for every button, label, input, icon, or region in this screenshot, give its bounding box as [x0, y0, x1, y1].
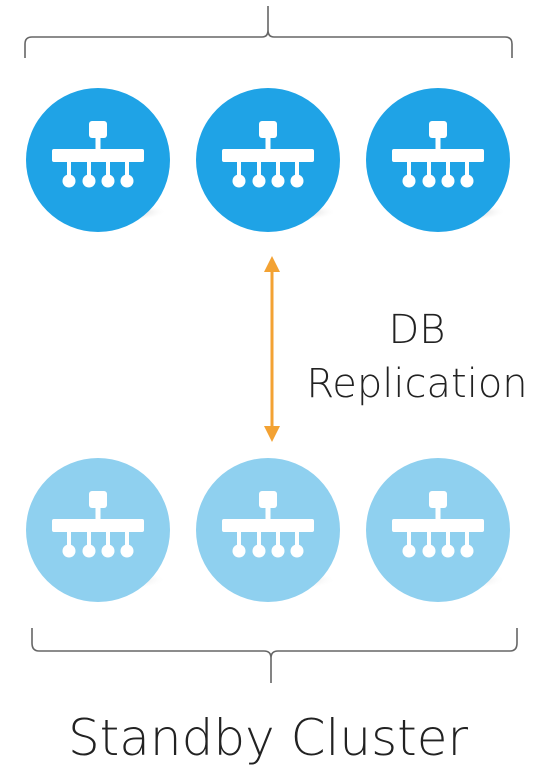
- active-node-1: [26, 88, 170, 232]
- standby-cluster-label: Standby Cluster: [68, 709, 469, 767]
- standby-node-2: [196, 458, 340, 602]
- active-cluster-bracket: [24, 6, 513, 58]
- replication-label-line2: Replication: [306, 361, 527, 407]
- active-node-3: [366, 88, 510, 232]
- replication-label-line1: DB: [389, 307, 446, 353]
- active-node-2: [196, 88, 340, 232]
- standby-node-1: [26, 458, 170, 602]
- replication-arrow: [264, 256, 280, 442]
- standby-cluster-bracket: [31, 628, 518, 683]
- standby-node-3: [366, 458, 510, 602]
